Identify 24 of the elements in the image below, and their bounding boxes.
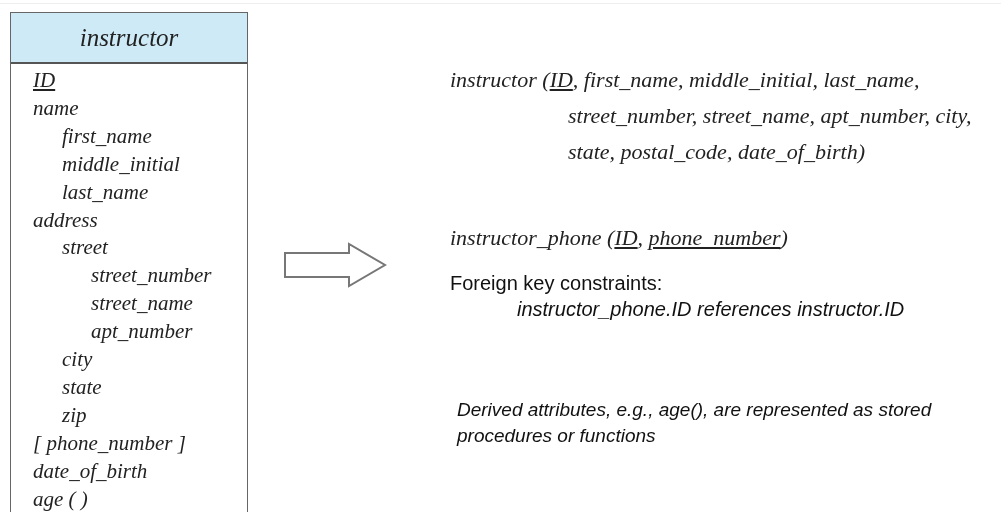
block-arrow	[284, 242, 387, 288]
attribute-name: street_name	[90, 290, 194, 318]
attribute-name: apt_number	[90, 318, 194, 346]
note-text: Derived attributes, e.g., age(), are represented as stored procedures or functions	[455, 398, 933, 448]
relation-schema: instructor_phone (ID, phone_number)	[450, 224, 789, 252]
class-name: instructor	[11, 13, 247, 64]
attribute-name: middle_initial	[61, 150, 181, 178]
attribute-name: city	[61, 346, 94, 374]
relation-schema: instructor (ID, first_name, middle_initial, last_name, street_number, street_name, apt_number, city, state, postal_code, date_of_birth)	[450, 66, 973, 166]
attribute-name: state	[61, 373, 103, 401]
attribute-name: age ( )	[32, 485, 89, 512]
attribute-name: street_number	[90, 262, 213, 290]
attribute-name: date_of_birth	[32, 457, 149, 485]
attribute-name: [ phone_number ]	[32, 429, 187, 457]
class-box	[10, 12, 248, 512]
attribute-name: last_name	[61, 178, 150, 206]
attribute-name: street	[61, 234, 110, 262]
attribute-name: address	[32, 206, 99, 234]
attribute-name: name	[32, 94, 80, 122]
attribute-name: zip	[61, 401, 88, 429]
constraint-text: instructor_phone.ID references instructor.ID	[516, 297, 906, 322]
attribute-name: ID	[32, 67, 57, 94]
attribute-name: first_name	[61, 122, 153, 150]
section-heading: Foreign key constraints:	[450, 271, 664, 296]
